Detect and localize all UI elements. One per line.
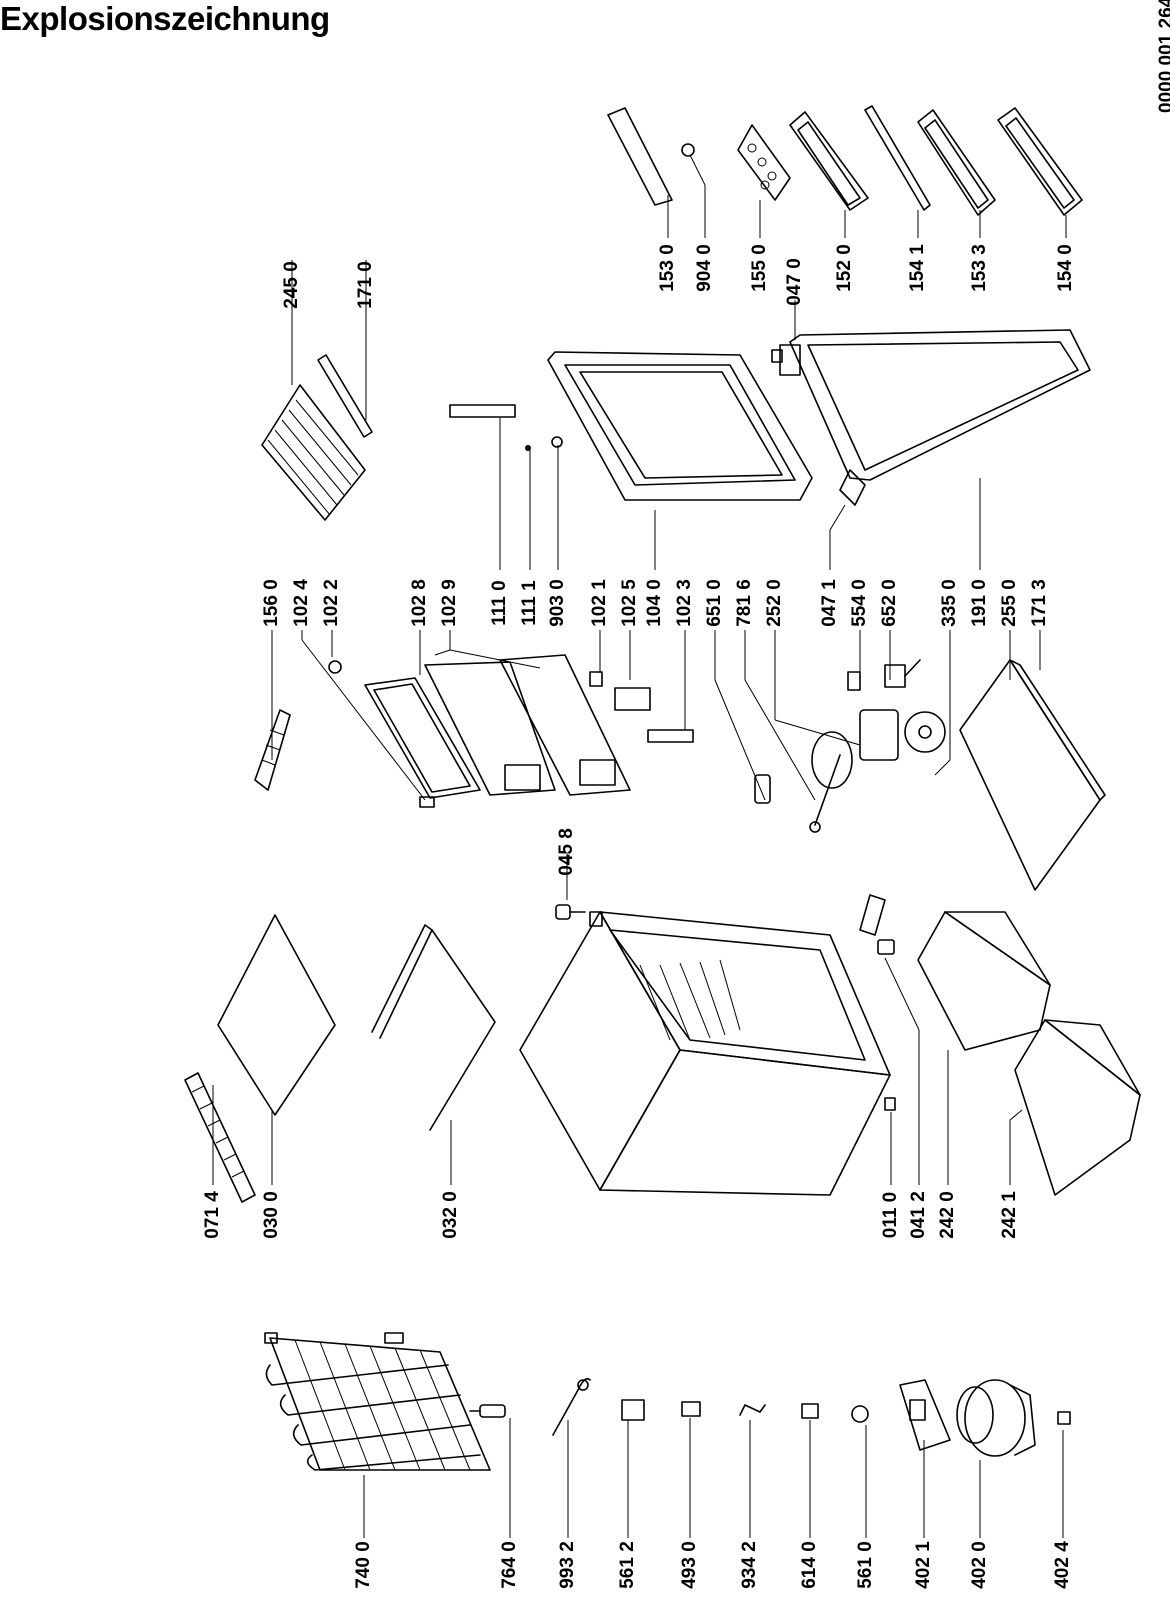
door-bin-medium-drawing xyxy=(917,109,996,216)
cover-grille-drawing xyxy=(184,1072,256,1203)
shelf-strip-drawing xyxy=(317,354,373,438)
bin-rail-drawing xyxy=(864,105,931,211)
door-bin-small-drawing xyxy=(789,111,869,211)
freezer-door-frame-drawing xyxy=(364,677,481,799)
relay-drawing xyxy=(621,1399,645,1421)
connector-drawing xyxy=(801,1403,819,1419)
clip-drawing xyxy=(681,1401,701,1417)
crisper-drawer-upper-drawing xyxy=(917,911,1051,1051)
handle-bar-drawing xyxy=(449,404,516,418)
starter-box-drawing xyxy=(899,1379,951,1451)
shelf-trim-drawing xyxy=(1009,659,1106,801)
sensor-probe-drawing xyxy=(809,754,841,833)
hinge-pin-drawing xyxy=(771,344,801,376)
door-drawing xyxy=(547,351,813,501)
pin-drawing xyxy=(525,445,531,451)
drain-tube-drawing xyxy=(469,1404,506,1418)
bracket-drawing xyxy=(647,729,694,743)
thermostat-knob-drawing xyxy=(754,774,771,804)
door-gasket-drawing xyxy=(789,329,1091,481)
switch-drawing xyxy=(884,659,921,688)
knob-drawing xyxy=(851,1405,869,1423)
ice-tray-drawing xyxy=(254,709,291,791)
freezer-compartment-drawing xyxy=(424,654,631,796)
crisper-drawer-lower-drawing xyxy=(1014,1019,1141,1196)
foot-drawing xyxy=(884,1097,896,1111)
wire-clip-drawing xyxy=(739,1404,766,1416)
sensor-cable-drawing xyxy=(552,1377,591,1436)
top-frame-drawing xyxy=(371,924,496,1131)
glass-shelf-drawing xyxy=(959,659,1101,891)
door-bin-large-drawing xyxy=(997,107,1083,216)
cabinet-drawing xyxy=(519,911,891,1196)
screw-small-drawing xyxy=(551,436,563,448)
panel-drawing xyxy=(614,687,651,711)
screw-drawing xyxy=(555,904,586,920)
page-title: Explosionszeichnung xyxy=(0,0,330,37)
top-plate-drawing xyxy=(217,914,336,1116)
knob-small-drawing xyxy=(328,660,342,674)
condenser-coil-drawing xyxy=(264,1332,491,1471)
grommet-drawing xyxy=(1057,1411,1071,1425)
washer-drawing xyxy=(681,143,695,157)
fan-drawing xyxy=(904,711,946,753)
leader-lines xyxy=(212,154,1067,1538)
clip-small-drawing xyxy=(419,796,435,808)
thermostat-housing-drawing xyxy=(811,671,899,789)
catch-drawing xyxy=(589,671,603,687)
compressor-drawing xyxy=(956,1379,1036,1457)
wire-shelf-drawing xyxy=(261,384,366,521)
lamp-cover-drawing xyxy=(839,469,866,506)
hinge-drawing xyxy=(859,894,895,955)
door-handle-drawing xyxy=(607,107,673,206)
egg-tray-drawing xyxy=(737,124,791,201)
